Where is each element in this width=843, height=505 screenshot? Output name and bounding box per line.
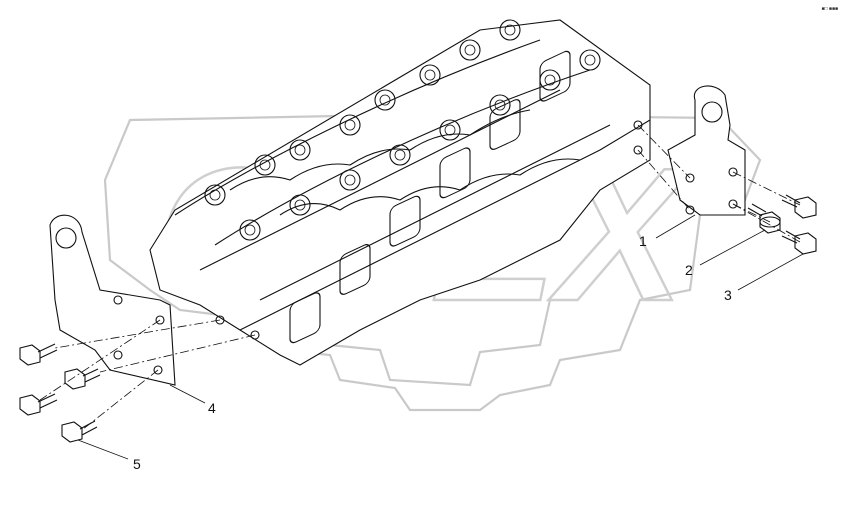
leader-lines bbox=[77, 214, 804, 460]
lifting-bracket-left bbox=[49, 214, 176, 386]
corner-mark: ■□ ■■■ bbox=[822, 6, 839, 12]
bolt-2 bbox=[747, 203, 781, 234]
cylinder-head bbox=[149, 19, 651, 366]
alignment-lines bbox=[39, 124, 801, 431]
bolt-3 bbox=[781, 194, 817, 255]
bolt-5 bbox=[19, 343, 101, 443]
callout-3: 3 bbox=[724, 287, 732, 303]
callout-1: 1 bbox=[639, 233, 647, 249]
valve-details bbox=[204, 19, 601, 241]
callout-4: 4 bbox=[208, 400, 216, 416]
lifting-bracket-right bbox=[667, 85, 746, 216]
callout-2: 2 bbox=[685, 262, 693, 278]
callout-5: 5 bbox=[133, 456, 141, 472]
